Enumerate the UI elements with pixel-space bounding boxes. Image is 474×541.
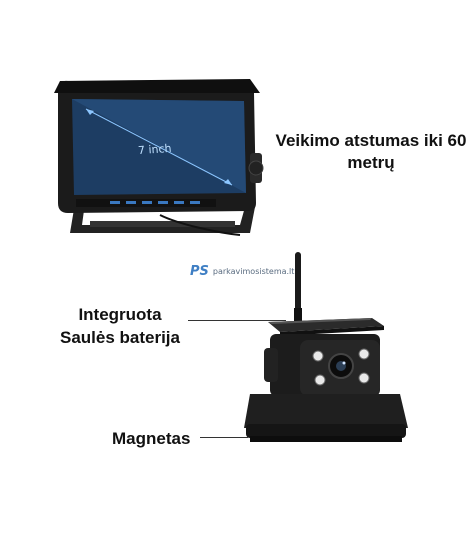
solar-label-line1: Integruota <box>78 305 162 324</box>
range-label-line1: Veikimo atstumas iki 60 <box>275 131 467 150</box>
watermark-text: parkavimosistema.lt <box>212 266 295 276</box>
camera-image <box>244 252 408 442</box>
magnet-pointer-line <box>200 437 248 438</box>
magnet-label: Magnetas <box>112 429 191 448</box>
solar-pointer-line <box>188 320 286 321</box>
monitor-image <box>54 79 264 236</box>
range-label: Veikimo atstumas iki 60 metrų <box>268 130 474 174</box>
screen-size-label: 7 inch <box>137 141 172 158</box>
watermark-logo: PS <box>190 263 209 279</box>
range-label-line2: metrų <box>347 153 395 172</box>
watermark: PS parkavimosistema.lt <box>190 259 294 283</box>
solar-label-line2: Saulės baterija <box>59 328 180 347</box>
solar-label: Integruota Saulės baterija <box>40 303 200 349</box>
